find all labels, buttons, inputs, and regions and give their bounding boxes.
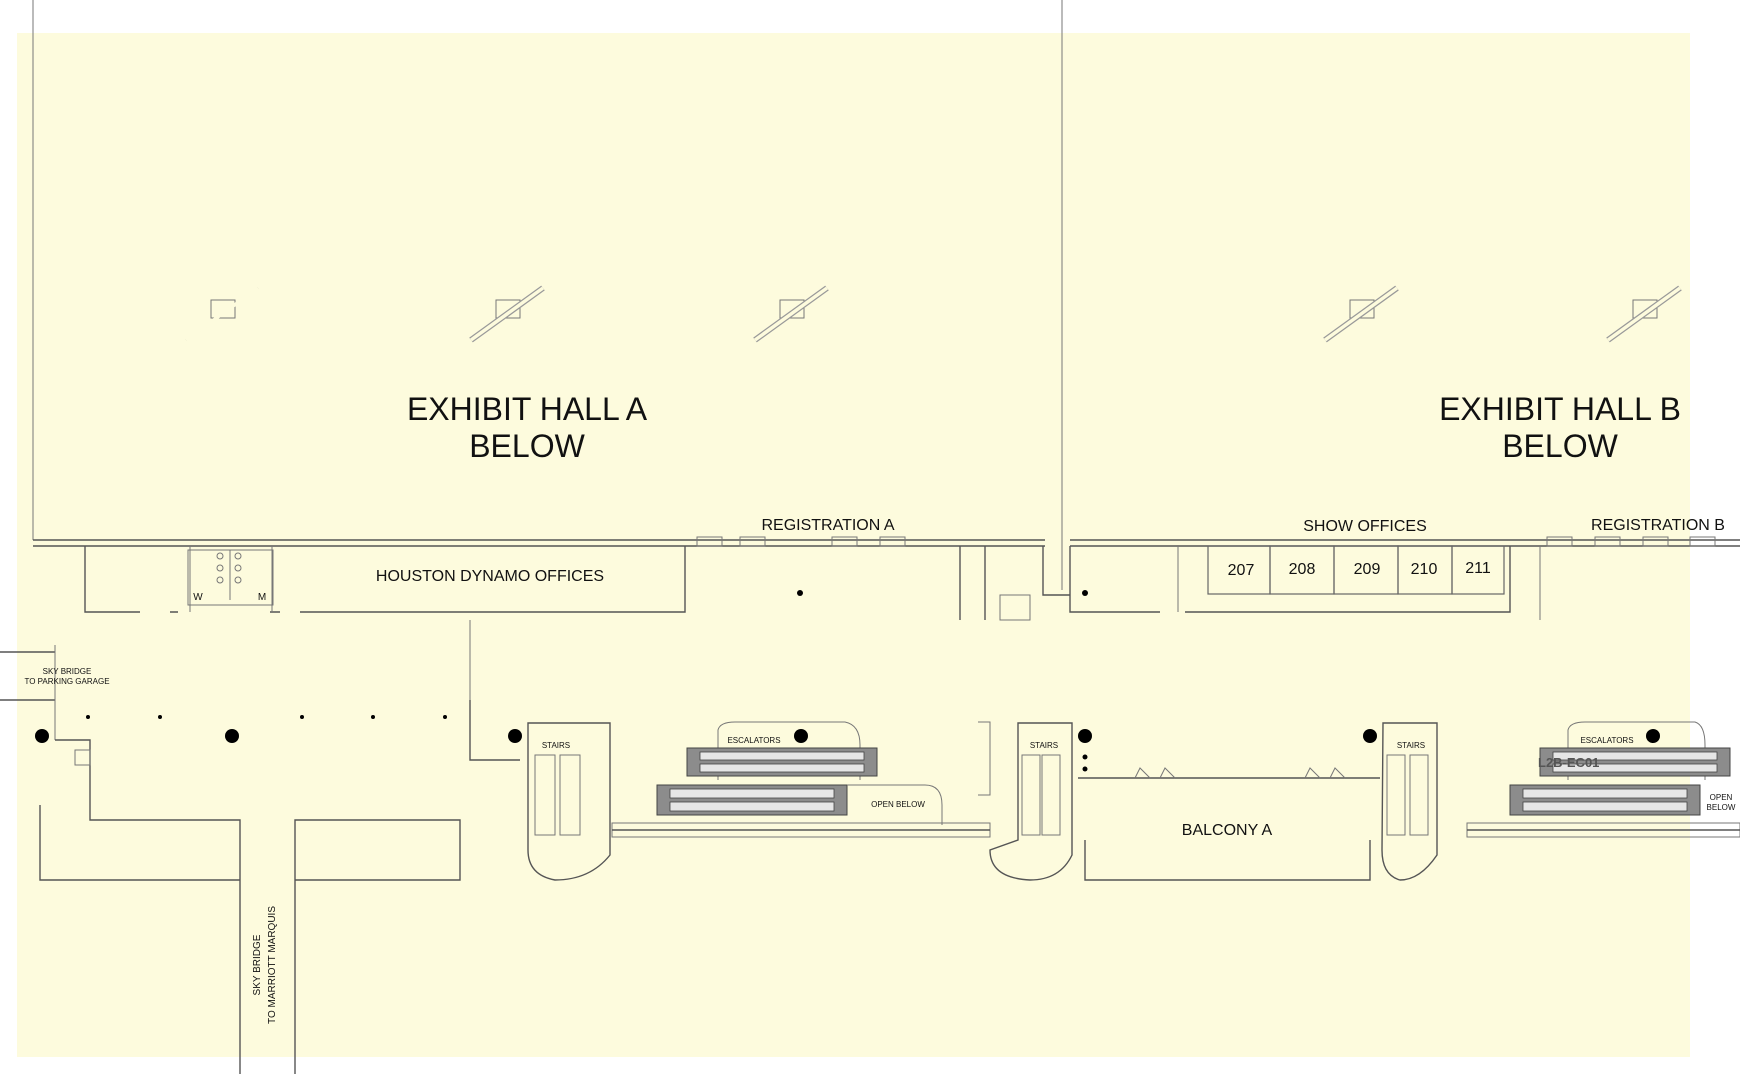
equipment-tag-label: L2B-EC01 [1538, 755, 1599, 770]
balcony-a-label: BALCONY A [1182, 822, 1273, 839]
escalators-1 [656, 721, 943, 825]
houston-dynamo-offices-room [84, 546, 686, 613]
stairs-3-label: STAIRS [1397, 741, 1425, 750]
registration-a-counters [696, 536, 906, 547]
column [1082, 754, 1088, 760]
sky-bridge-parking-label: SKY BRIDGE [43, 667, 92, 676]
west-concourse [39, 620, 520, 1074]
column [797, 590, 803, 596]
column [794, 729, 808, 743]
sky-bridge-parking-sublabel: TO PARKING GARAGE [24, 677, 109, 686]
escalators-2 [1509, 721, 1731, 816]
open-below-b-sublabel: BELOW [1707, 803, 1736, 812]
mens-restroom-label: M [258, 592, 266, 603]
sky-bridge-parking [0, 645, 56, 740]
room-210-label: 210 [1411, 561, 1438, 578]
exhibit-hall-b-sublabel: BELOW [1502, 428, 1618, 464]
column [1082, 766, 1088, 772]
stairs-2-label: STAIRS [1030, 741, 1058, 750]
exhibit-hall-b-label: EXHIBIT HALL B [1439, 391, 1681, 427]
registration-b-label: REGISTRATION B [1591, 517, 1725, 534]
column [1078, 729, 1092, 743]
stairs-1 [527, 722, 611, 881]
stairs-3 [1381, 722, 1438, 881]
ceiling-trusses [184, 285, 1682, 343]
escalators-1-label: ESCALATORS [727, 736, 780, 745]
room-211-label: 211 [1465, 560, 1491, 577]
escalators-2-label: ESCALATORS [1580, 736, 1633, 745]
building-footprint [17, 33, 1690, 1057]
room-208-label: 208 [1289, 561, 1316, 578]
registration-a-label: REGISTRATION A [761, 517, 894, 534]
concourse-columns [35, 715, 522, 743]
balcony-a-area [1078, 767, 1380, 881]
stairs-2 [978, 721, 1073, 881]
balcony-rail-1 [611, 822, 991, 838]
column [1646, 729, 1660, 743]
exhibit-hall-a-label: EXHIBIT HALL A [407, 391, 648, 427]
column [1082, 590, 1088, 596]
show-offices-label: SHOW OFFICES [1303, 518, 1427, 535]
balcony-rail-2 [1466, 822, 1740, 838]
stairs-1-label: STAIRS [542, 741, 570, 750]
show-offices-block [1069, 545, 1541, 620]
room-209-label: 209 [1354, 561, 1381, 578]
registration-b-counters [1546, 536, 1716, 547]
column [1363, 729, 1377, 743]
restroom-block [187, 549, 274, 606]
registration-a-area [959, 546, 1070, 621]
womens-restroom-label: W [193, 592, 203, 603]
sky-bridge-marriott-label: SKY BRIDGE [252, 934, 263, 995]
room-207-label: 207 [1228, 562, 1255, 579]
open-below-a-label: OPEN BELOW [871, 800, 925, 809]
open-below-b-label: OPEN [1710, 793, 1733, 802]
sky-bridge-marriott-sublabel: TO MARRIOTT MARQUIS [267, 906, 278, 1024]
exhibit-hall-a-sublabel: BELOW [469, 428, 585, 464]
houston-dynamo-offices-label: HOUSTON DYNAMO OFFICES [376, 568, 604, 585]
